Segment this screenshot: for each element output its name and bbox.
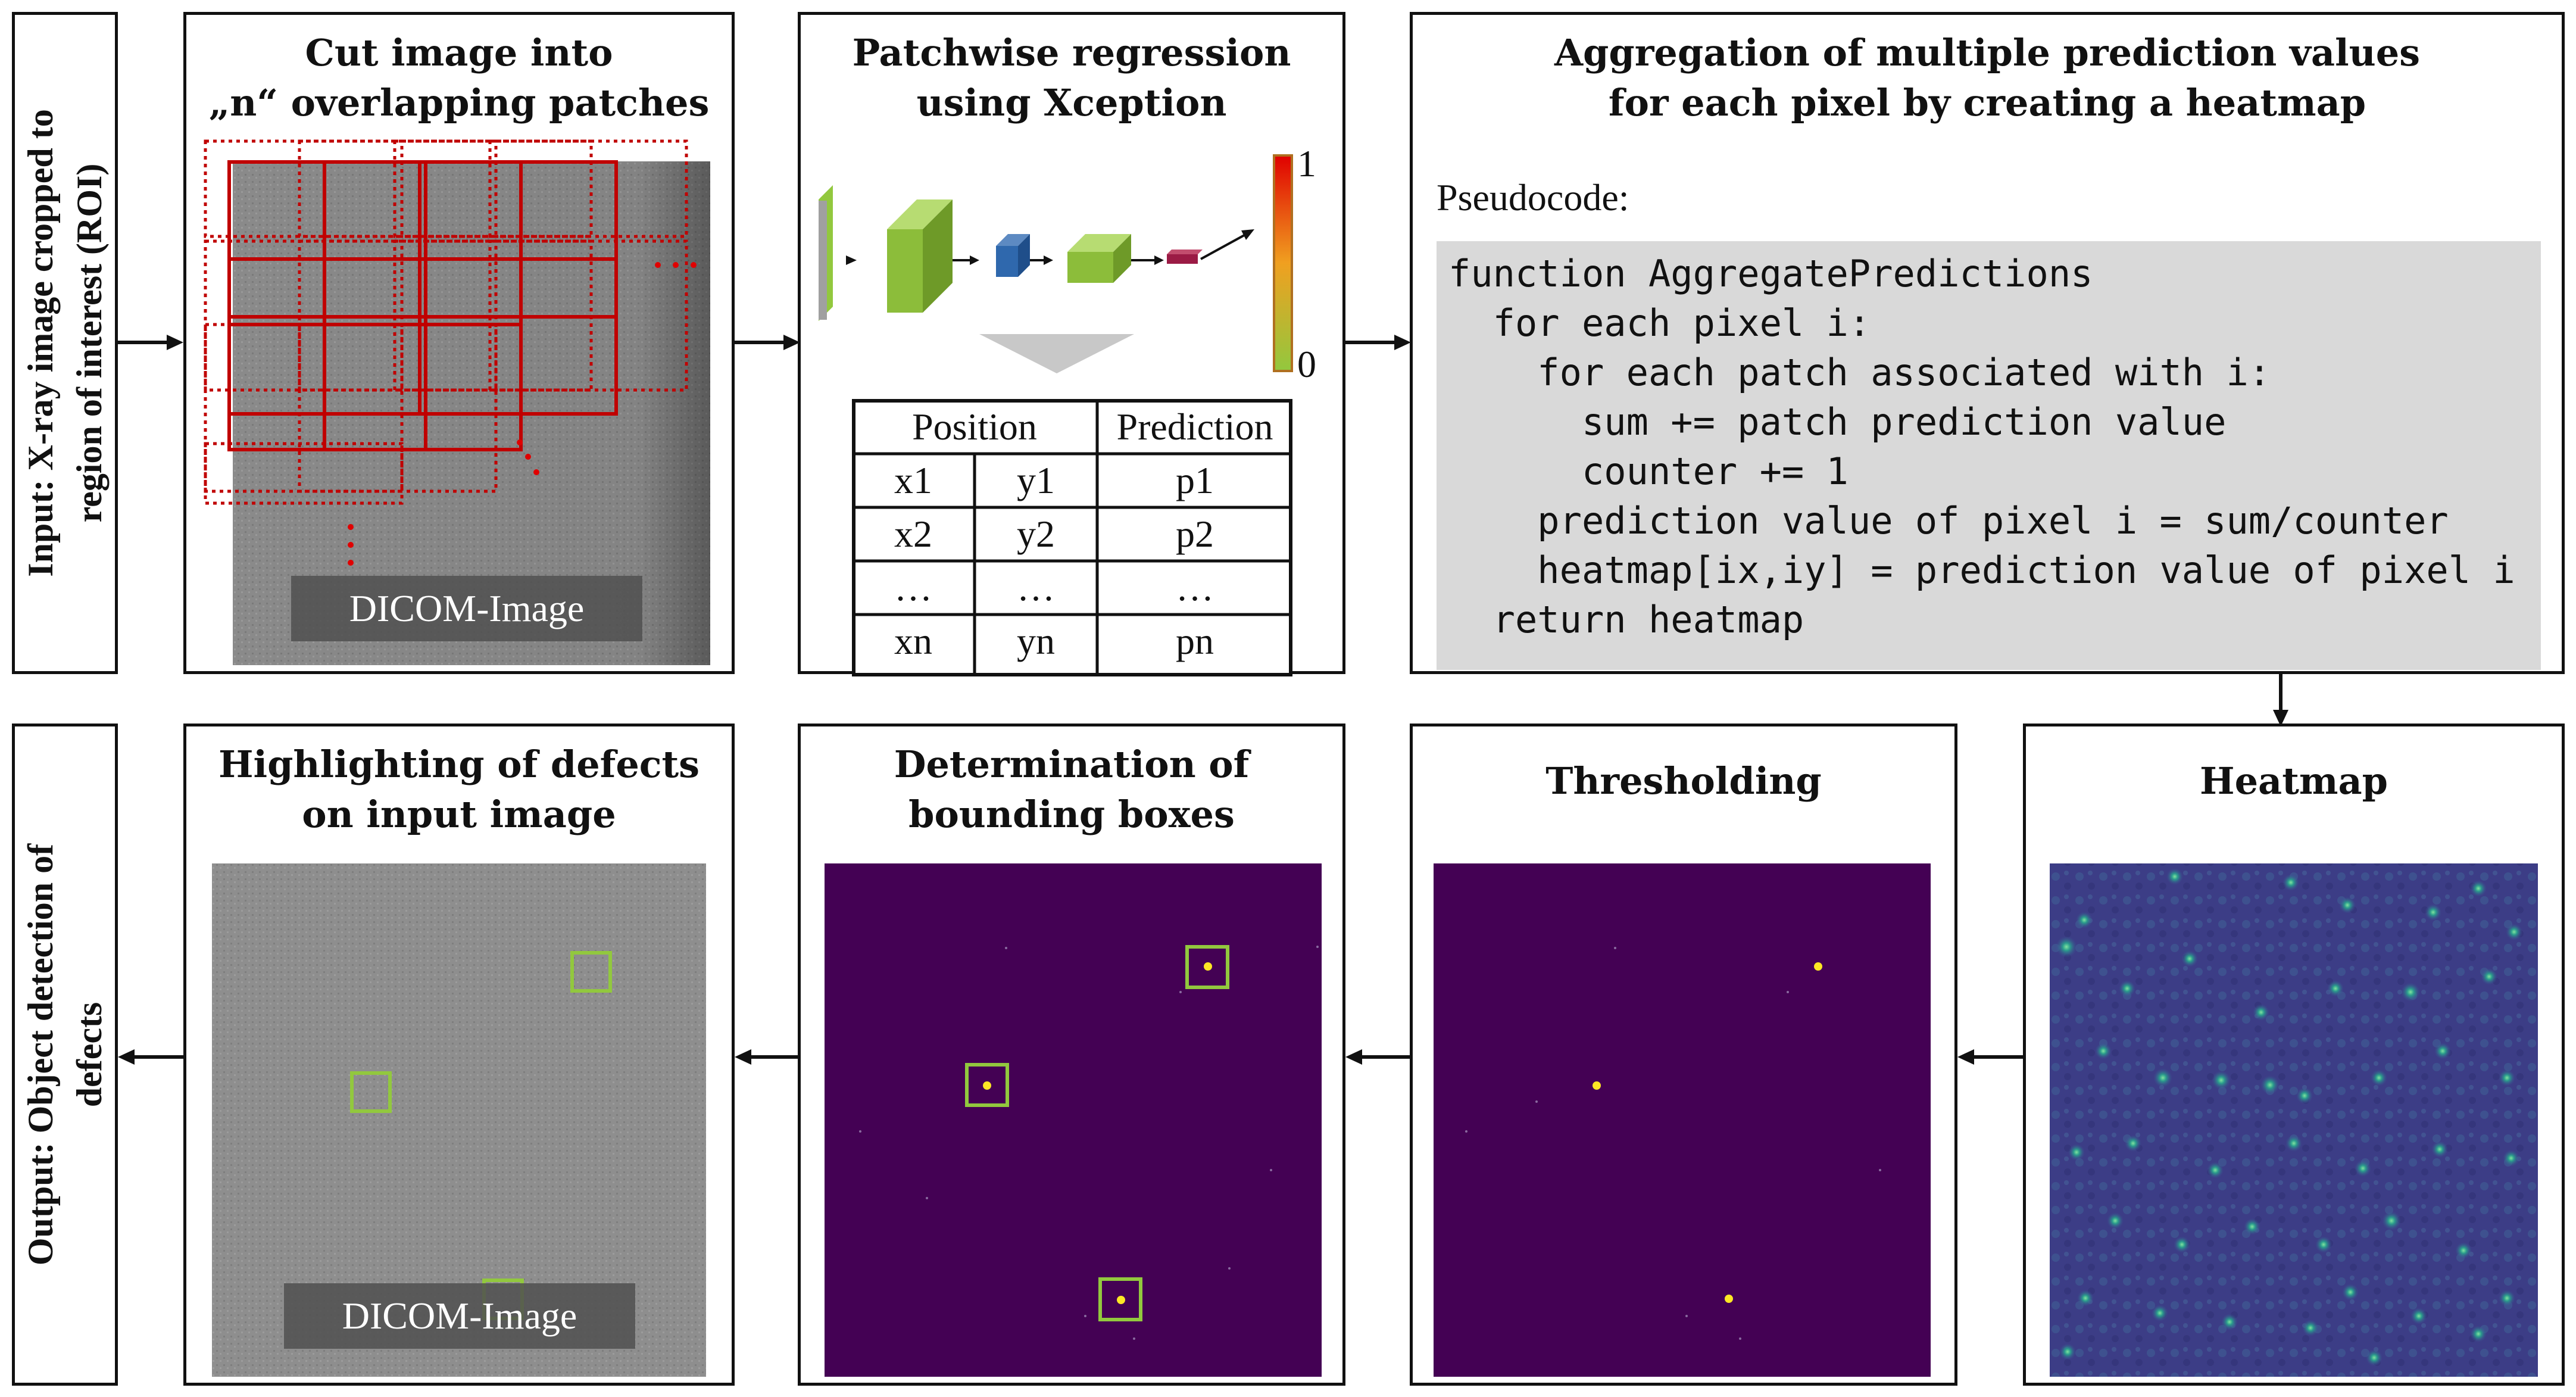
continuation-dots bbox=[348, 262, 697, 566]
input-label: Input: X-ray image cropped to region of … bbox=[21, 109, 109, 577]
prediction-colorbar bbox=[1273, 154, 1293, 372]
bounding-box bbox=[965, 1063, 1009, 1107]
network-conv-block-2 bbox=[996, 234, 1030, 277]
bounding-image bbox=[825, 863, 1322, 1377]
heatmap-title: Heatmap bbox=[2200, 759, 2388, 803]
bounding-boxes bbox=[965, 945, 1229, 1321]
bounding-box bbox=[1098, 1277, 1142, 1321]
noise-points bbox=[859, 946, 1319, 1340]
table-cell: … bbox=[894, 566, 932, 609]
thresholding-title: Thresholding bbox=[1545, 759, 1822, 803]
thresholding-box: Thresholding bbox=[1410, 724, 1957, 1386]
table-header-prediction: Prediction bbox=[1116, 406, 1273, 448]
code-line: counter += 1 bbox=[1448, 450, 1849, 493]
heatmap-image bbox=[2050, 863, 2538, 1377]
heatmap-field bbox=[2050, 863, 2538, 1377]
code-line: for each pixel i: bbox=[1448, 301, 1871, 345]
table-cell: xn bbox=[894, 620, 932, 662]
code-line: prediction value of pixel i = sum/counte… bbox=[1448, 499, 2449, 542]
table-cell: pn bbox=[1176, 620, 1214, 662]
code-line: for each patch associated with i: bbox=[1448, 351, 2271, 394]
code-line: function AggregatePredictions bbox=[1448, 252, 2093, 295]
regression-title: Patchwise regression using Xception bbox=[852, 31, 1291, 124]
input-label-box: Input: X-ray image cropped to region of … bbox=[12, 12, 118, 674]
table-cell: p2 bbox=[1176, 513, 1214, 555]
code-line: return heatmap bbox=[1448, 598, 1804, 641]
arrow-down bbox=[2273, 674, 2288, 726]
cut-image bbox=[204, 139, 710, 665]
bounding-box-panel: Determination of bounding boxes bbox=[798, 724, 1345, 1386]
arrow-left-1 bbox=[118, 1049, 185, 1065]
table-cell: yn bbox=[1017, 620, 1055, 662]
threshold-points bbox=[1593, 962, 1822, 1303]
bounding-title: Determination of bounding boxes bbox=[894, 743, 1250, 836]
output-label-box: Output: Object detection of defects bbox=[12, 724, 118, 1386]
threshold-map bbox=[1434, 863, 1931, 1377]
network-conv-block-1 bbox=[887, 199, 953, 313]
code-line: heatmap[ix,iy] = prediction value of pix… bbox=[1448, 548, 2515, 592]
threshold-noise bbox=[1465, 947, 1881, 1340]
prediction-table: Position Prediction x1 y1 p1 x2 y2 p2 … … bbox=[852, 399, 1292, 676]
arrow-right-1 bbox=[118, 335, 183, 350]
network-dense-output bbox=[1167, 250, 1203, 264]
table-header-position: Position bbox=[912, 406, 1037, 448]
highlight-box: Highlighting of defects on input image D… bbox=[183, 724, 735, 1386]
arrow-left-4 bbox=[1957, 1049, 2024, 1065]
table-cell: … bbox=[1176, 566, 1214, 609]
defect-box bbox=[570, 951, 612, 993]
overlapping-patches-solid bbox=[227, 160, 618, 451]
network-conv-block-3 bbox=[1067, 234, 1131, 283]
binary-map bbox=[825, 863, 1322, 1377]
table-cell: … bbox=[1017, 566, 1055, 609]
pseudocode-label: Pseudocode: bbox=[1437, 176, 1629, 219]
code-line: sum += patch prediction value bbox=[1448, 400, 2227, 444]
threshold-image bbox=[1434, 863, 1931, 1377]
table-cell: p1 bbox=[1176, 459, 1214, 501]
heatmap-box: Heatmap bbox=[2023, 724, 2565, 1386]
colorbar-max-label: 1 bbox=[1297, 142, 1316, 185]
cut-image-label: DICOM-Image bbox=[291, 576, 642, 641]
bounding-box bbox=[1185, 945, 1229, 989]
table-cell: x2 bbox=[894, 513, 932, 555]
colorbar-min-label: 0 bbox=[1297, 343, 1316, 385]
cut-patches-box: Cut image into „n“ overlapping patches bbox=[183, 12, 735, 674]
table-cell: y1 bbox=[1017, 459, 1055, 501]
prediction-table-grid bbox=[852, 399, 1292, 676]
arrow-left-3 bbox=[1345, 1049, 1412, 1065]
defect-box bbox=[350, 1071, 392, 1113]
down-triangle bbox=[979, 334, 1134, 373]
heatmap-hotspots bbox=[2056, 868, 2522, 1366]
defect-points bbox=[983, 962, 1212, 1304]
highlight-image-label: DICOM-Image bbox=[284, 1283, 635, 1349]
arrow-right-3 bbox=[1345, 335, 1411, 350]
output-label: Output: Object detection of defects bbox=[21, 843, 109, 1266]
network-input-layer bbox=[819, 185, 833, 321]
aggregation-title: Aggregation of multiple prediction value… bbox=[1554, 31, 2421, 124]
arrow-right-2 bbox=[735, 335, 800, 350]
table-cell: x1 bbox=[894, 459, 932, 501]
cut-title: Cut image into „n“ overlapping patches bbox=[208, 31, 710, 124]
pseudocode-block: function AggregatePredictions for each p… bbox=[1437, 241, 2541, 670]
table-cell: y2 bbox=[1017, 513, 1055, 555]
arrow-left-2 bbox=[735, 1049, 801, 1065]
aggregation-box: Aggregation of multiple prediction value… bbox=[1410, 12, 2565, 674]
xception-network bbox=[819, 154, 1293, 373]
highlight-title: Highlighting of defects on input image bbox=[218, 743, 700, 836]
regression-box: Patchwise regression using Xception bbox=[798, 12, 1345, 676]
